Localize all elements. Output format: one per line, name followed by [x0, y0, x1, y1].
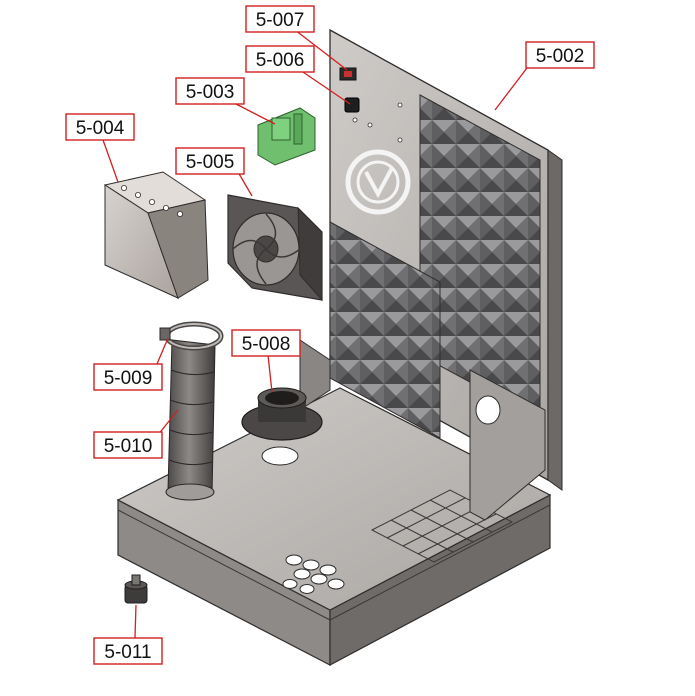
floor-vent-grid: [370, 489, 514, 563]
part-5-006-connector: [344, 97, 360, 113]
callout-label: 5-007: [256, 10, 305, 31]
callout-5-011: 5-011: [93, 637, 163, 665]
part-5-004-box: [103, 171, 209, 299]
callout-5-002: 5-002: [525, 41, 595, 69]
callout-label: 5-003: [186, 82, 235, 103]
callout-5-003: 5-003: [175, 77, 245, 105]
callout-5-007: 5-007: [245, 5, 315, 33]
callout-5-006: 5-006: [245, 45, 315, 73]
callout-label: 5-002: [536, 46, 585, 67]
callout-label: 5-008: [242, 334, 291, 355]
callout-5-010: 5-010: [93, 431, 163, 459]
callout-5-008: 5-008: [231, 329, 301, 357]
part-5-005-fan: [227, 194, 323, 302]
callout-label: 5-011: [104, 642, 151, 663]
part-5-008-flange: [241, 387, 323, 441]
callout-5-005: 5-005: [175, 147, 245, 175]
part-5-003-pcb: [257, 107, 316, 166]
part-5-010-duct: [165, 339, 216, 501]
callout-5-009: 5-009: [93, 363, 163, 391]
back-panel: [299, 28, 563, 521]
front-holes: [282, 554, 345, 594]
callout-label: 5-004: [76, 118, 125, 139]
callout-label: 5-009: [104, 368, 153, 389]
callout-5-004: 5-004: [65, 113, 135, 141]
callout-label: 5-010: [104, 436, 153, 457]
part-5-009-clamp: [159, 321, 224, 351]
callout-label: 5-005: [186, 152, 235, 173]
callout-label: 5-006: [256, 50, 305, 71]
logo-emblem: [345, 149, 411, 215]
part-5-011-foot: [124, 574, 148, 604]
part-5-007-switch: [339, 67, 357, 81]
